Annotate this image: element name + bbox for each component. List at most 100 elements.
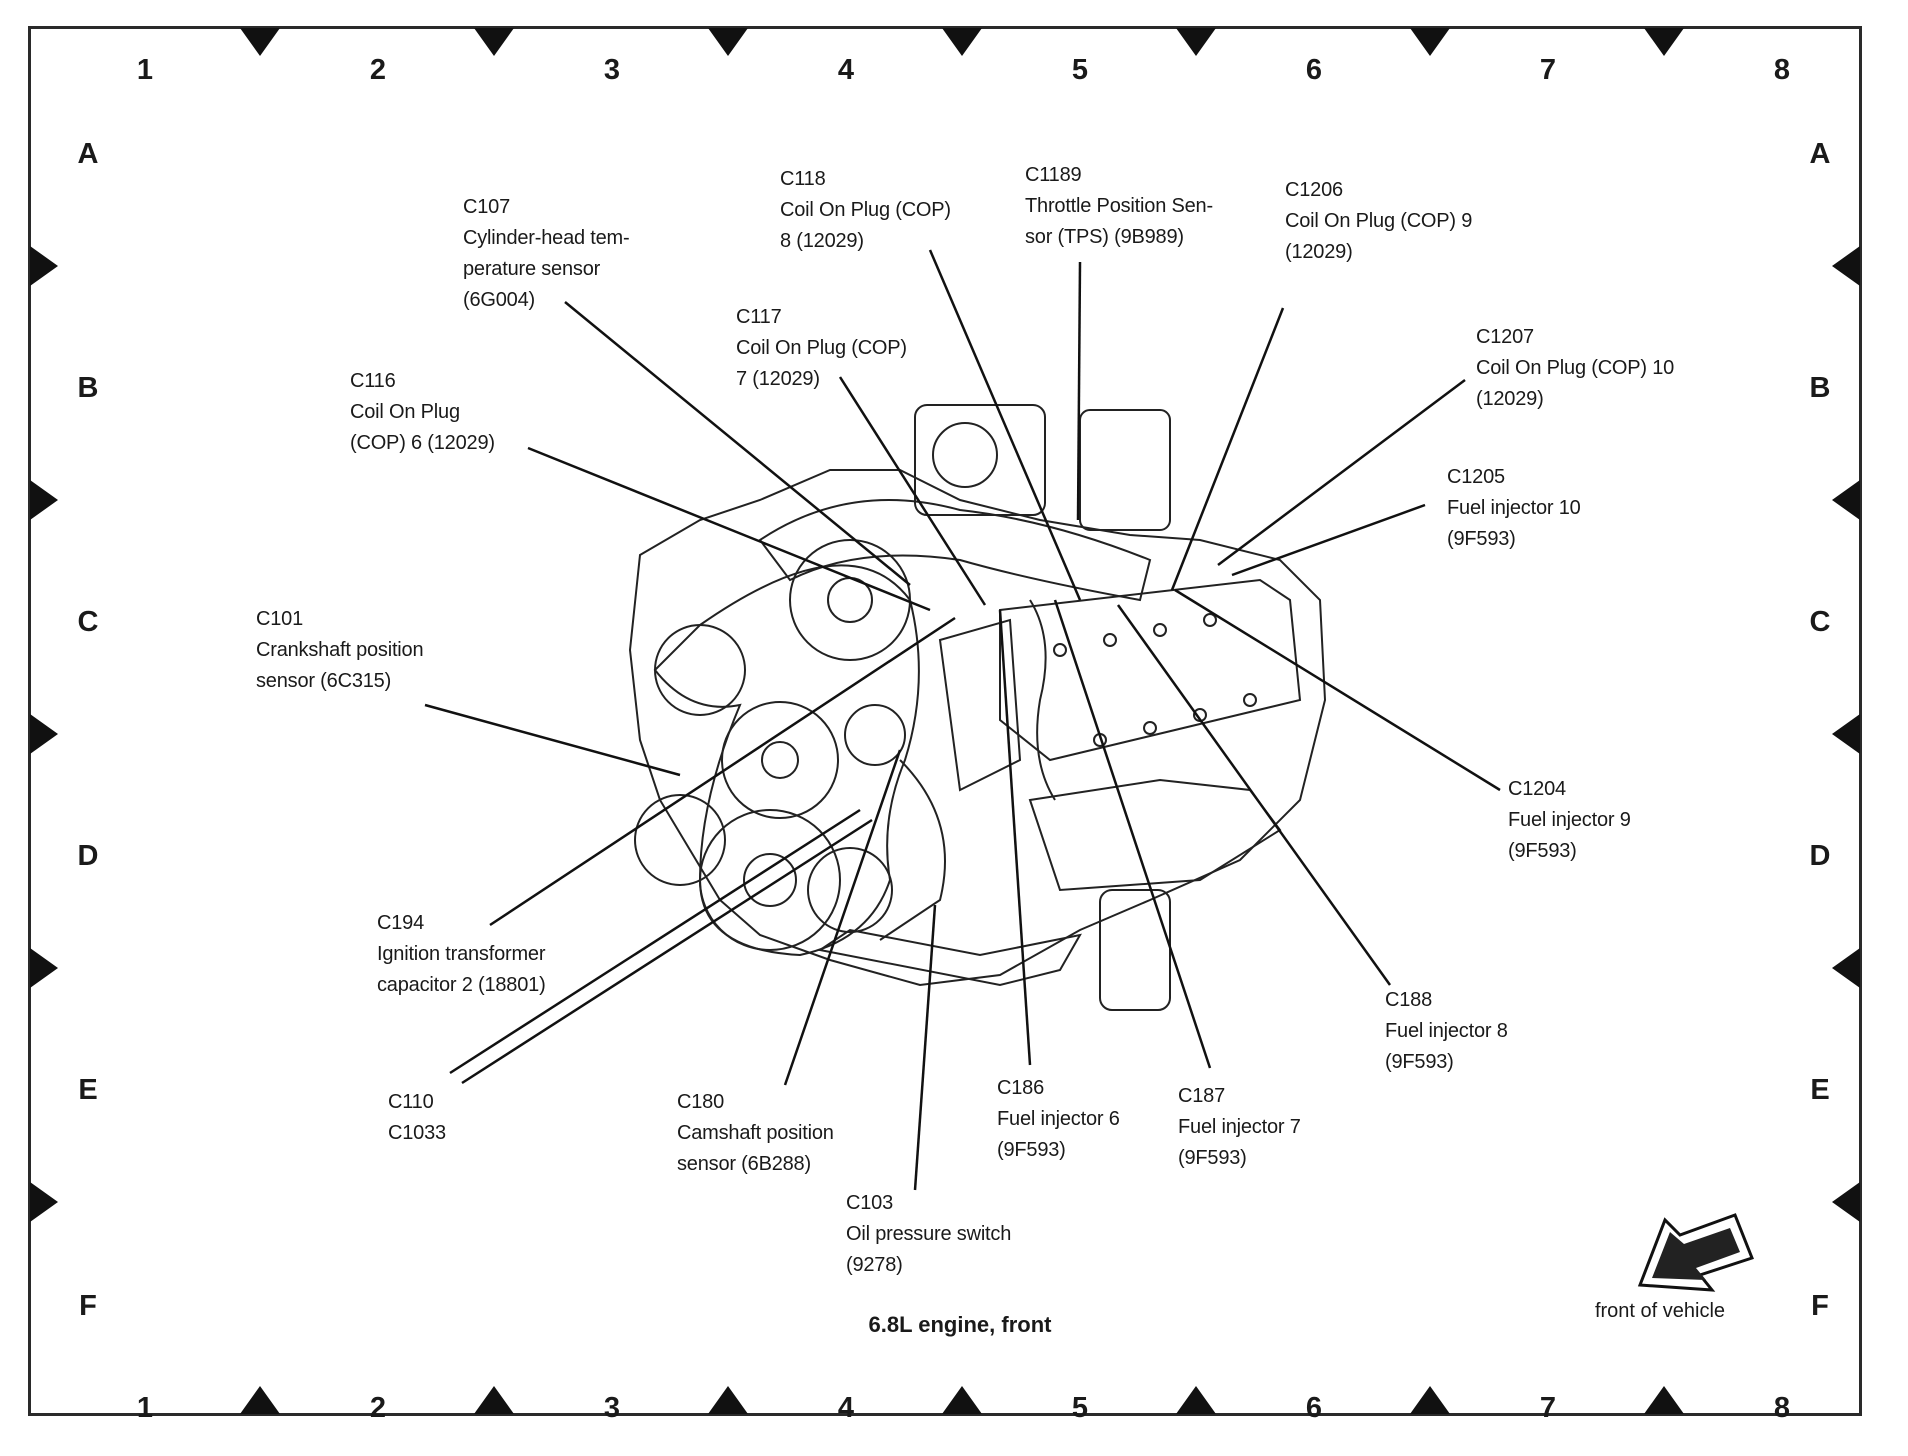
throttle-bore — [932, 422, 998, 488]
grid-col-top: 2 — [369, 54, 387, 86]
grid-col-top: 5 — [1071, 54, 1089, 86]
callout-c1189: C1189 Throttle Position Sen- sor (TPS) (… — [1025, 160, 1213, 253]
grid-marker-right — [1832, 948, 1860, 988]
front-of-vehicle-arrow-icon — [1637, 1213, 1754, 1292]
callout-line: (9F593) — [1178, 1147, 1247, 1169]
grid-marker-top — [708, 28, 748, 56]
callout-line: Cylinder-head tem- — [463, 227, 630, 249]
grid-row-right: E — [1810, 1074, 1830, 1106]
callout-line: (12029) — [1285, 241, 1353, 263]
grid-marker-top — [1644, 28, 1684, 56]
callout-c1204: C1204 Fuel injector 9 (9F593) — [1508, 774, 1631, 867]
leader-line-c188 — [1116, 604, 1392, 986]
grid-col-bottom: 2 — [369, 1392, 387, 1424]
callout-line: Fuel injector 8 — [1385, 1020, 1508, 1042]
grid-marker-top — [1176, 28, 1216, 56]
leader-line-c101 — [424, 703, 681, 777]
leader-line-c118 — [928, 249, 1082, 601]
diagram-caption: 6.8L engine, front — [868, 1312, 1052, 1337]
callout-line: 8 (12029) — [780, 230, 864, 252]
grid-row-left: F — [79, 1290, 97, 1322]
callout-c107: C107 Cylinder-head tem- perature sensor … — [463, 192, 630, 316]
front-cover — [879, 759, 946, 941]
leader-line-c186 — [998, 609, 1032, 1066]
callout-c118: C118 Coil On Plug (COP) 8 (12029) — [780, 164, 951, 257]
callout-line: C117 — [736, 306, 782, 328]
callout-line: Oil pressure switch — [846, 1223, 1012, 1245]
grid-col-bottom: 3 — [603, 1392, 621, 1424]
grid-marker-left — [30, 948, 58, 988]
callout-c194: C194 Ignition transformer capacitor 2 (1… — [377, 908, 546, 1001]
grid-marker-bottom — [708, 1386, 748, 1414]
leader-line-c1205 — [1231, 503, 1426, 577]
callout-line: sensor (6B288) — [677, 1153, 811, 1175]
callout-line: C1205 — [1447, 466, 1505, 488]
leader-line-c117 — [838, 376, 987, 606]
valve-cover-bolt — [1143, 721, 1157, 735]
idler-pulley — [844, 704, 906, 766]
callout-line: C116 — [350, 370, 396, 392]
grid-marker-top — [240, 28, 280, 56]
callout-line: Fuel injector 10 — [1447, 497, 1581, 519]
leader-line-c180 — [783, 749, 902, 1086]
callout-line: C188 — [1385, 989, 1433, 1011]
water-pump-hub — [761, 741, 799, 779]
grid-col-bottom: 4 — [837, 1392, 855, 1424]
leader-line-c1189 — [1076, 261, 1082, 521]
grid-marker-top — [942, 28, 982, 56]
callout-line: C110 — [388, 1091, 434, 1113]
callout-line: C180 — [677, 1091, 725, 1113]
callout-line: C1204 — [1508, 778, 1566, 800]
grid-marker-right — [1832, 1182, 1860, 1222]
callout-c187: C187 Fuel injector 7 (9F593) — [1178, 1081, 1301, 1174]
callout-line: C1033 — [388, 1122, 446, 1144]
callout-line: (9F593) — [997, 1139, 1066, 1161]
grid-col-bottom: 8 — [1773, 1392, 1791, 1424]
valve-cover-bolt — [1203, 613, 1217, 627]
callout-line: C1189 — [1025, 164, 1082, 186]
engine-illustration — [628, 404, 1327, 1011]
grid-row-left: C — [77, 606, 99, 638]
callout-line: Fuel injector 7 — [1178, 1116, 1301, 1138]
water-pump-pulley — [721, 701, 839, 819]
callout-c101: C101 Crankshaft position sensor (6C315) — [256, 604, 424, 697]
callout-line: Throttle Position Sen- — [1025, 195, 1213, 217]
grid-col-bottom: 5 — [1071, 1392, 1089, 1424]
grid-marker-top — [474, 28, 514, 56]
callout-line: (9278) — [846, 1254, 903, 1276]
callout-line: C194 — [377, 912, 425, 934]
leader-lines — [424, 249, 1501, 1191]
valve-cover-bolt — [1243, 693, 1257, 707]
grid-row-left: E — [78, 1074, 98, 1106]
callout-line: (9F593) — [1447, 528, 1516, 550]
oil-pan — [817, 928, 1082, 987]
grid-row-right: A — [1809, 138, 1831, 170]
grid-row-right: F — [1811, 1290, 1829, 1322]
grid-row-left: A — [77, 138, 99, 170]
grid-marker-bottom — [474, 1386, 514, 1414]
callout-line: C103 — [846, 1192, 894, 1214]
leader-line-c110-a — [449, 808, 861, 1075]
callout-line: (6G004) — [463, 289, 535, 311]
callout-line: perature sensor — [463, 258, 601, 280]
callout-c117: C117 Coil On Plug (COP) 7 (12029) — [736, 302, 907, 395]
leader-line-c1207 — [1217, 378, 1466, 567]
callout-line: C187 — [1178, 1085, 1226, 1107]
callout-line: Coil On Plug (COP) 10 — [1476, 357, 1675, 379]
ac-compressor — [634, 794, 726, 886]
oil-filter — [1099, 889, 1171, 1011]
coolant-tube — [1029, 599, 1056, 801]
callout-line: Fuel injector 6 — [997, 1108, 1120, 1130]
front-of-vehicle-label: front of vehicle — [1594, 1300, 1726, 1322]
tps-housing — [1079, 409, 1171, 531]
callout-line: Coil On Plug — [350, 401, 460, 423]
callout-line: Camshaft position — [677, 1122, 834, 1144]
grid-marker-bottom — [942, 1386, 982, 1414]
ps-pump-pulley — [654, 624, 746, 716]
callout-line: C118 — [780, 168, 826, 190]
grid-marker-bottom — [1410, 1386, 1450, 1414]
crankshaft-pulley — [699, 809, 841, 951]
callout-c1207: C1207 Coil On Plug (COP) 10 (12029) — [1476, 322, 1674, 415]
leader-line-c194 — [489, 616, 956, 927]
